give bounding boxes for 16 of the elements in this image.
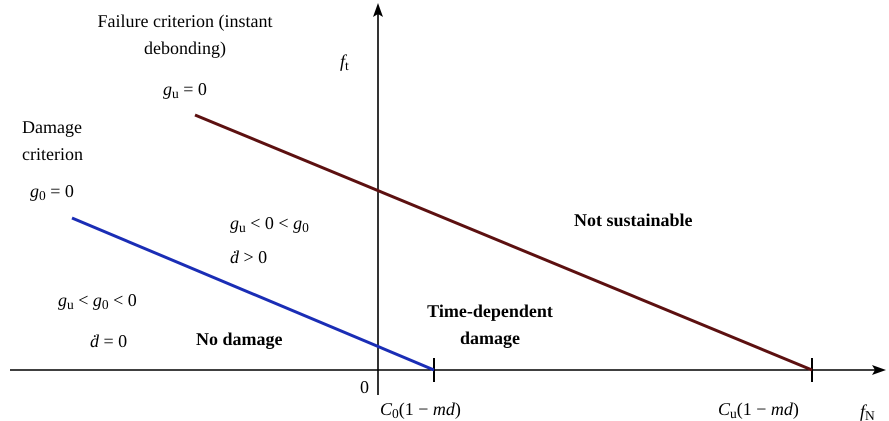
criterion-caption: Failure criterion (instant debonding) [98, 11, 272, 58]
region-label: No damage [196, 329, 282, 349]
axis-label: f$_{N}$ [860, 401, 875, 421]
tick-label: C$_{u}$(1 − md) [718, 399, 799, 419]
equation-label: ḋ = 0 [90, 331, 128, 351]
axis-label: f$_{t}$ [340, 51, 349, 71]
equation-label: g$_{u}$ = 0 [163, 79, 207, 99]
equation-label: g$_{0}$ = 0 [30, 181, 74, 201]
criterion-caption: Damage criterion [22, 117, 83, 164]
inequality-label: g$_{u}$ < g$_{0}$ < 0 [58, 290, 137, 310]
origin-label: 0 [360, 377, 369, 397]
tick-label: C$_{0}$(1 − md) [380, 399, 461, 419]
inequality-label: g$_{u}$ < 0 < g$_{0}$ [230, 213, 309, 233]
region-label: Not sustainable [574, 210, 693, 230]
region-label: Time-dependent damage [427, 301, 553, 348]
inequality-label: ḋ > 0 [230, 247, 268, 267]
